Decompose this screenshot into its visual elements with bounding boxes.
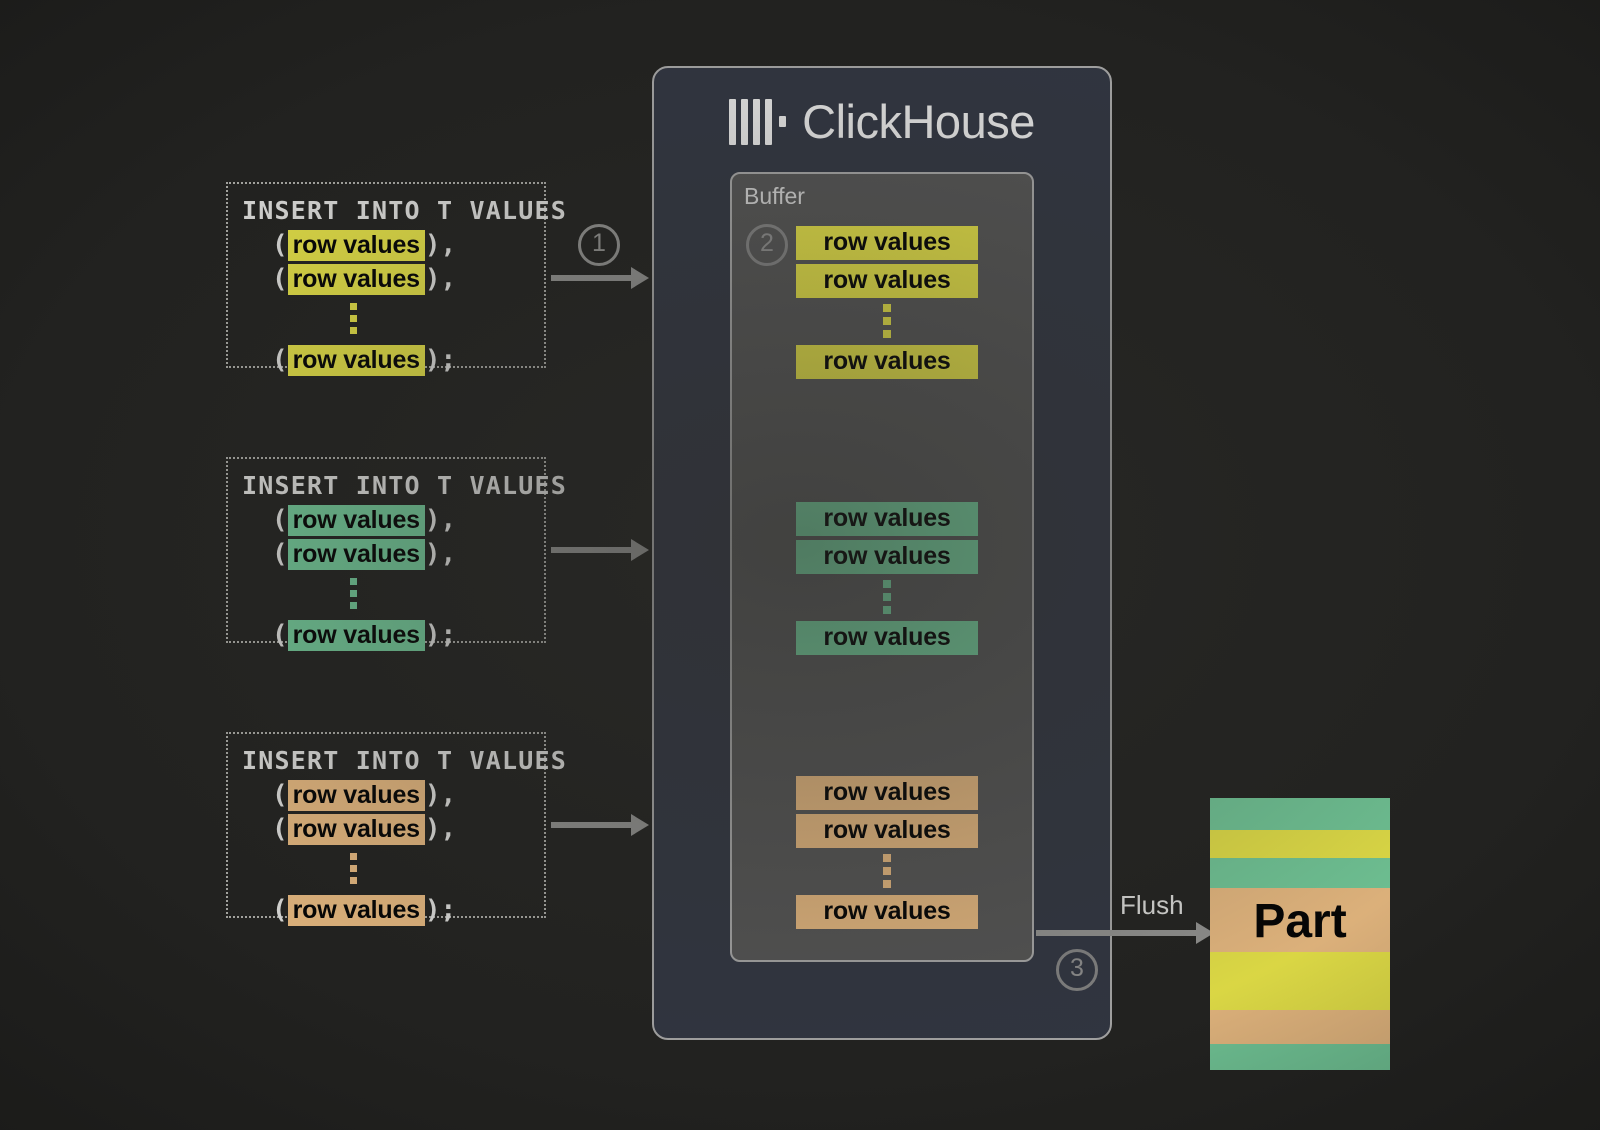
paren-open: ( xyxy=(272,264,288,295)
buffer-row-values: row values xyxy=(796,776,978,810)
buffer-group-yellow: row values row values row values xyxy=(796,226,978,379)
paren-close: ), xyxy=(424,779,457,810)
insert-row-line: (row values), xyxy=(242,503,530,537)
buffer-row-values: row values xyxy=(796,895,978,929)
buffer-row-values: row values xyxy=(796,814,978,848)
insert-row-line: (row values), xyxy=(242,262,530,296)
insert-row-line: (row values), xyxy=(242,778,530,812)
row-values-chip: row values xyxy=(287,504,425,536)
row-values-chip: row values xyxy=(287,620,425,652)
insert-header-2: INSERT INTO T VALUES xyxy=(242,471,568,500)
flush-label: Flush xyxy=(1120,890,1184,920)
buffer-row-values: row values xyxy=(796,540,978,574)
paren-open: ( xyxy=(272,895,288,926)
buffer-label: Buffer xyxy=(744,183,805,209)
insert-row-line: (row values), xyxy=(242,228,530,262)
part-stripe xyxy=(1210,1010,1390,1044)
insert-statement-box-3: INSERT INTO T VALUES (row values), (row … xyxy=(226,732,568,927)
buffer-row-values: row values xyxy=(796,621,978,655)
vertical-ellipsis-icon xyxy=(242,303,530,335)
part-block: Part xyxy=(1210,798,1390,1070)
arrow-insert-2-to-clickhouse xyxy=(551,539,649,561)
paren-close: ), xyxy=(424,539,457,570)
paren-close: ), xyxy=(424,504,457,535)
buffer-group-orange: row values row values row values xyxy=(796,776,978,929)
insert-statement-box-1: INSERT INTO T VALUES (row values), (row … xyxy=(226,182,568,377)
row-values-chip: row values xyxy=(287,345,425,377)
paren-open: ( xyxy=(272,620,288,651)
part-stripe xyxy=(1210,798,1390,830)
step-marker-2: 2 xyxy=(746,224,788,266)
paren-close: ), xyxy=(424,264,457,295)
insert-header-1: INSERT INTO T VALUES xyxy=(242,196,568,225)
insert-row-line: (row values); xyxy=(242,893,530,927)
paren-close: ), xyxy=(424,229,457,260)
paren-open: ( xyxy=(272,504,288,535)
buffer-container: Buffer 2 row values row values row value… xyxy=(730,172,1034,962)
paren-close: ); xyxy=(424,345,457,376)
row-values-chip: row values xyxy=(287,229,425,261)
vertical-ellipsis-icon xyxy=(796,580,978,614)
paren-close: ), xyxy=(424,814,457,845)
insert-row-line: (row values); xyxy=(242,343,530,377)
paren-close: ); xyxy=(424,895,457,926)
insert-row-line: (row values), xyxy=(242,537,530,571)
arrow-flush-to-part xyxy=(1036,922,1214,944)
arrow-insert-1-to-clickhouse xyxy=(551,267,649,289)
vertical-ellipsis-icon xyxy=(242,578,530,610)
insert-row-line: (row values); xyxy=(242,618,530,652)
part-stripe xyxy=(1210,830,1390,858)
part-label: Part xyxy=(1253,895,1347,948)
paren-open: ( xyxy=(272,779,288,810)
clickhouse-logo: ClickHouse xyxy=(654,94,1110,149)
row-values-chip: row values xyxy=(287,264,425,296)
insert-row-line: (row values), xyxy=(242,812,530,846)
paren-open: ( xyxy=(272,539,288,570)
row-values-chip: row values xyxy=(287,814,425,846)
step-marker-3: 3 xyxy=(1056,949,1098,991)
paren-close: ); xyxy=(424,620,457,651)
arrow-insert-3-to-clickhouse xyxy=(551,814,649,836)
insert-header-3: INSERT INTO T VALUES xyxy=(242,746,568,775)
clickhouse-bars-icon xyxy=(729,98,787,145)
buffer-row-values: row values xyxy=(796,226,978,260)
vertical-ellipsis-icon xyxy=(796,304,978,338)
buffer-group-green: row values row values row values xyxy=(796,502,978,655)
buffer-row-values: row values xyxy=(796,345,978,379)
part-stripe xyxy=(1210,952,1390,1010)
step-marker-1: 1 xyxy=(578,224,620,266)
vertical-ellipsis-icon xyxy=(242,853,530,885)
paren-open: ( xyxy=(272,814,288,845)
row-values-chip: row values xyxy=(287,539,425,571)
buffer-row-values: row values xyxy=(796,502,978,536)
row-values-chip: row values xyxy=(287,779,425,811)
paren-open: ( xyxy=(272,345,288,376)
part-stripe xyxy=(1210,858,1390,888)
row-values-chip: row values xyxy=(287,895,425,927)
clickhouse-container: ClickHouse Buffer 2 row values row value… xyxy=(652,66,1112,1040)
paren-open: ( xyxy=(272,229,288,260)
vertical-ellipsis-icon xyxy=(796,854,978,888)
part-stripe xyxy=(1210,1044,1390,1070)
buffer-row-values: row values xyxy=(796,264,978,298)
clickhouse-wordmark: ClickHouse xyxy=(802,95,1035,148)
insert-statement-box-2: INSERT INTO T VALUES (row values), (row … xyxy=(226,457,568,652)
